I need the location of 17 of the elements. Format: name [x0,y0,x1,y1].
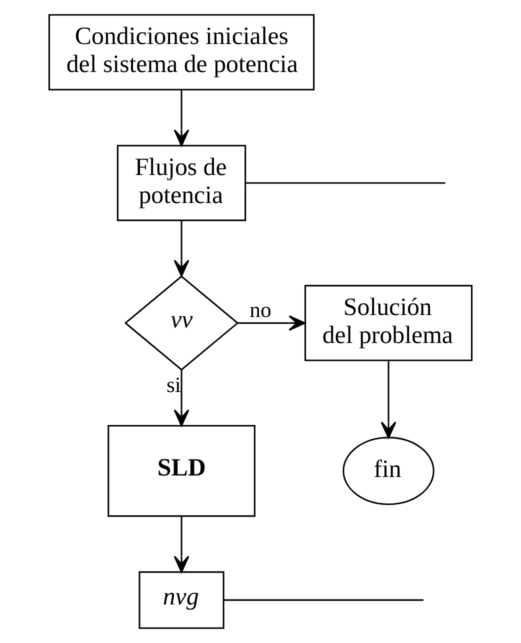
node-ellipse: fin [342,436,434,506]
node-box: Solución del problema [304,284,473,362]
arrow [174,90,190,146]
edge-label: si [166,372,181,397]
arrow [380,361,396,439]
arrow [174,370,190,426]
arrow [174,516,190,573]
node-box: Condiciones iniciales del sistema de potencia [48,14,315,90]
connector [224,599,424,601]
node-box: nvg [138,571,224,629]
node-box: SLD [108,425,256,517]
connector [246,182,446,184]
arrow [238,315,306,331]
node-box: Flujos de potencia [116,144,246,222]
edge-label: no [250,298,272,322]
arrow [174,220,190,277]
node-diamond: vv [124,275,239,371]
